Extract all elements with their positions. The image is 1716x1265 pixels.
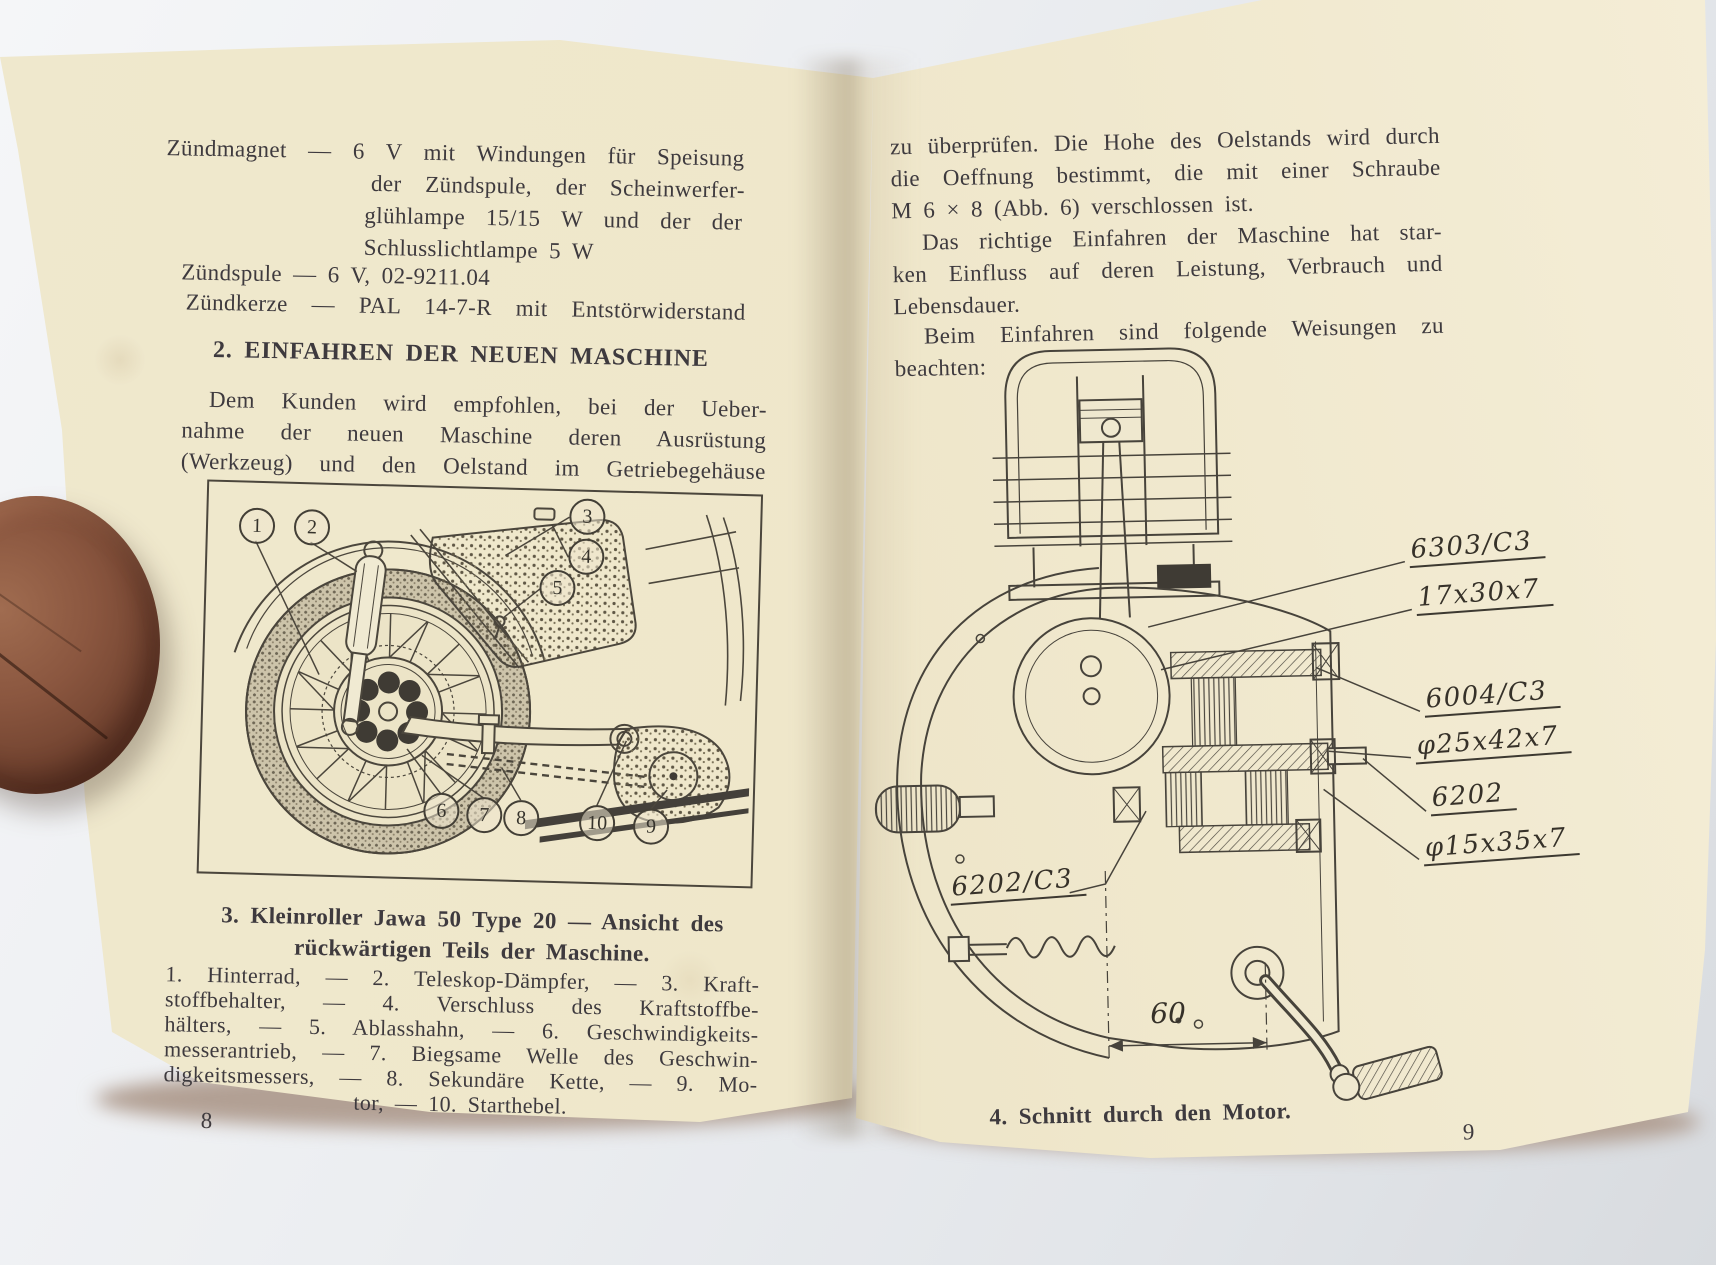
para2-line-2: ken Einfluss auf deren Leistung, Verbrau… bbox=[892, 250, 1443, 288]
figure4: 6303/C3 17x30x7 6004/C3 φ25x42x7 6202 φ1… bbox=[854, 326, 1581, 1120]
para1-line-2: die Oeffnung bestimmt, die mit einer Sch… bbox=[890, 154, 1441, 192]
page-number-9: 9 bbox=[1462, 1119, 1475, 1145]
gutter-shadow bbox=[796, 58, 916, 1138]
para1-line-3: M 6 × 8 (Abb. 6) verschlossen ist. bbox=[891, 190, 1255, 224]
para2-line-3: Lebensdauer. bbox=[893, 291, 1021, 320]
engine-lines bbox=[874, 347, 1443, 1101]
scratch-mark-2 bbox=[0, 581, 82, 653]
label-leader-lines bbox=[1069, 560, 1427, 894]
callout-leader-lines bbox=[254, 516, 668, 811]
label-6202: 6202 bbox=[1428, 777, 1518, 817]
dimension-60-lines bbox=[1104, 870, 1268, 1058]
dimension-60: 60 bbox=[1149, 996, 1187, 1031]
engine-cross-section-drawing bbox=[874, 347, 1443, 1101]
figure3-frame: 1 2 3 4 5 6 7 8 10 9 bbox=[196, 479, 764, 889]
scooter-body-lines bbox=[233, 507, 750, 855]
scooter-rear-view-drawing bbox=[233, 507, 750, 855]
